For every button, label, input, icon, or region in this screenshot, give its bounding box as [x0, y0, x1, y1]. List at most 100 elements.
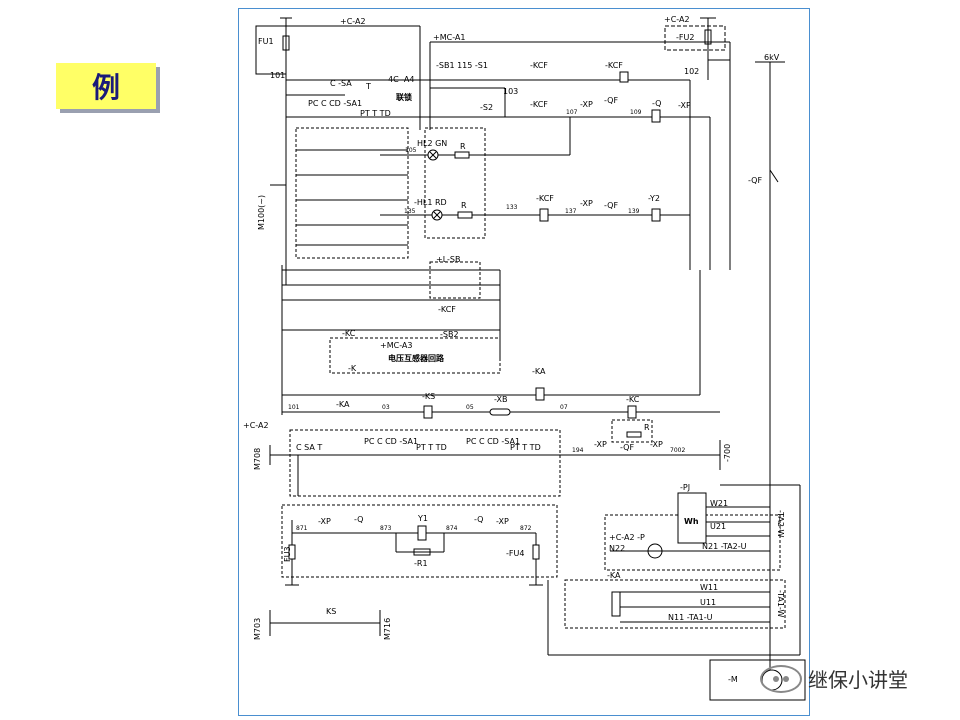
qf-main-label: -QF [748, 176, 762, 185]
kcf3-label: -KCF [530, 100, 548, 109]
kcf1-label: -KCF [530, 61, 548, 70]
ca2-left-label: +C-A2 [243, 421, 269, 430]
row-sa1a-label: PC C CD -SA1 [364, 437, 418, 446]
interlock-label: 联锁 [396, 92, 412, 102]
ks2-label: KS [326, 607, 336, 616]
wire-873-label: 873 [380, 525, 392, 532]
ta1w-label: -TA1-W [776, 590, 785, 618]
diagram-frame [238, 8, 810, 716]
xp2-label: -XP [678, 101, 691, 110]
xp7-label: -XP [496, 517, 509, 526]
wire-135-label: 135 [404, 208, 416, 215]
motor-label: -M [728, 675, 738, 684]
kcf4-label: -KCF [536, 194, 554, 203]
pj-label: -PJ [680, 483, 690, 492]
wire-107-label: 107 [566, 109, 578, 116]
pt-circuit-label: 电压互感器回路 [388, 353, 445, 363]
qf2-label: -QF [604, 201, 618, 210]
example-badge: 例 [56, 63, 156, 109]
kcf2-label: -KCF [605, 61, 623, 70]
fu2-label: -FU2 [676, 33, 694, 42]
lsb-label: +L-SB [436, 255, 460, 264]
row-pt1-label: PT T TD [416, 443, 447, 452]
fu1-fuse [282, 35, 290, 51]
ks1-label: -KS [422, 392, 435, 401]
pttd-label: PT T TD [360, 109, 391, 118]
pcccd-label: PC C CD -SA1 [308, 99, 362, 108]
watermark-text: 继保小讲堂 [808, 668, 908, 692]
m703-label: M703 [253, 618, 262, 640]
n11-label: N11 -TA1-U [668, 613, 713, 622]
wire-139-label: 139 [628, 208, 640, 215]
kc-label: -KC [342, 329, 356, 338]
row-sa1b-label: PC C CD -SA1 [466, 437, 520, 446]
ka2-label: -KA [607, 571, 621, 580]
w700-label: -700 [723, 444, 732, 462]
m708-label: M708 [253, 448, 262, 470]
ta2w-label: -TA2-W [776, 510, 785, 538]
t-label: T [365, 82, 371, 91]
qf1-label: -QF [604, 96, 618, 105]
wire-105-label: 105 [405, 147, 417, 154]
fu1-box [255, 25, 287, 75]
m716-label: M716 [383, 618, 392, 640]
hl1-label: -HL1 RD [414, 198, 447, 207]
xp5-label: -XP [650, 440, 663, 449]
circuit-labels: FU1 +C-A2 +MC-A1 +C-A2 -FU2 101 102 103 … [243, 15, 785, 684]
sb1-label: -SB1 115 -S1 [436, 61, 488, 70]
sb2-label: -SB2 [440, 330, 459, 339]
row-pt2-label: PT T TD [510, 443, 541, 452]
wire-109-label: 109 [630, 109, 642, 116]
s2-label: -S2 [480, 103, 493, 112]
wire-103-label: 103 [503, 87, 518, 96]
y2-label: -Y2 [648, 194, 660, 203]
wire-874-label: 874 [446, 525, 458, 532]
u11-label: U11 [700, 598, 716, 607]
wire-102-label: 102 [684, 67, 699, 76]
xp6-label: -XP [318, 517, 331, 526]
wire-133-label: 133 [506, 204, 518, 211]
y1-label: Y1 [417, 514, 428, 523]
wechat-icon [760, 664, 802, 693]
qf3-label: -QF [620, 443, 634, 452]
fu1-label: FU1 [258, 37, 274, 46]
fu4-label: -FU4 [506, 549, 524, 558]
kc2-label: -KC [626, 395, 640, 404]
row-sa-label: C SA T [296, 443, 322, 452]
ca2-right-label: +C-A2 [664, 15, 690, 24]
wire-137-label: 137 [565, 208, 577, 215]
sa-label: C -SA [330, 79, 352, 88]
r2-label: R [461, 201, 467, 210]
watermark: 继保小讲堂 [760, 664, 908, 693]
q2-label: -Q [354, 515, 363, 524]
wires [255, 17, 806, 701]
ca2-top-label: +C-A2 [340, 17, 366, 26]
m100-label: M100(~) [257, 195, 266, 230]
ka-top-label: -KA [532, 367, 546, 376]
w21-label: W21 [710, 499, 728, 508]
wire-871-label: 871 [296, 525, 308, 532]
wire-194-label: 194 [572, 447, 584, 454]
q3-label: -Q [474, 515, 483, 524]
r-1-label: -R1 [414, 559, 428, 568]
example-badge-label: 例 [91, 71, 120, 104]
xp4-label: -XP [594, 440, 607, 449]
ka1-label: -KA [336, 400, 350, 409]
wire-07-label: 07 [560, 404, 568, 411]
wire-03-label: 03 [382, 404, 390, 411]
wh-label: Wh [684, 517, 699, 526]
mca1-label: +MC-A1 [433, 33, 465, 42]
wire-05-label: 05 [466, 404, 474, 411]
xb-label: -XB [494, 395, 507, 404]
6kv-label: 6kV [764, 53, 780, 62]
r3-label: R [644, 423, 650, 432]
wire-7002-label: 7002 [670, 447, 685, 454]
wire-101-label: 101 [270, 71, 285, 80]
hl2-label: HL2 GN [417, 139, 447, 148]
fu3-label: FU3 [283, 546, 292, 562]
mca3-label: +MC-A3 [380, 341, 412, 350]
q1-label: -Q [652, 99, 661, 108]
ca4-label: 4C -A4 [388, 75, 415, 84]
n21-label: N21 -TA2-U [702, 542, 747, 551]
